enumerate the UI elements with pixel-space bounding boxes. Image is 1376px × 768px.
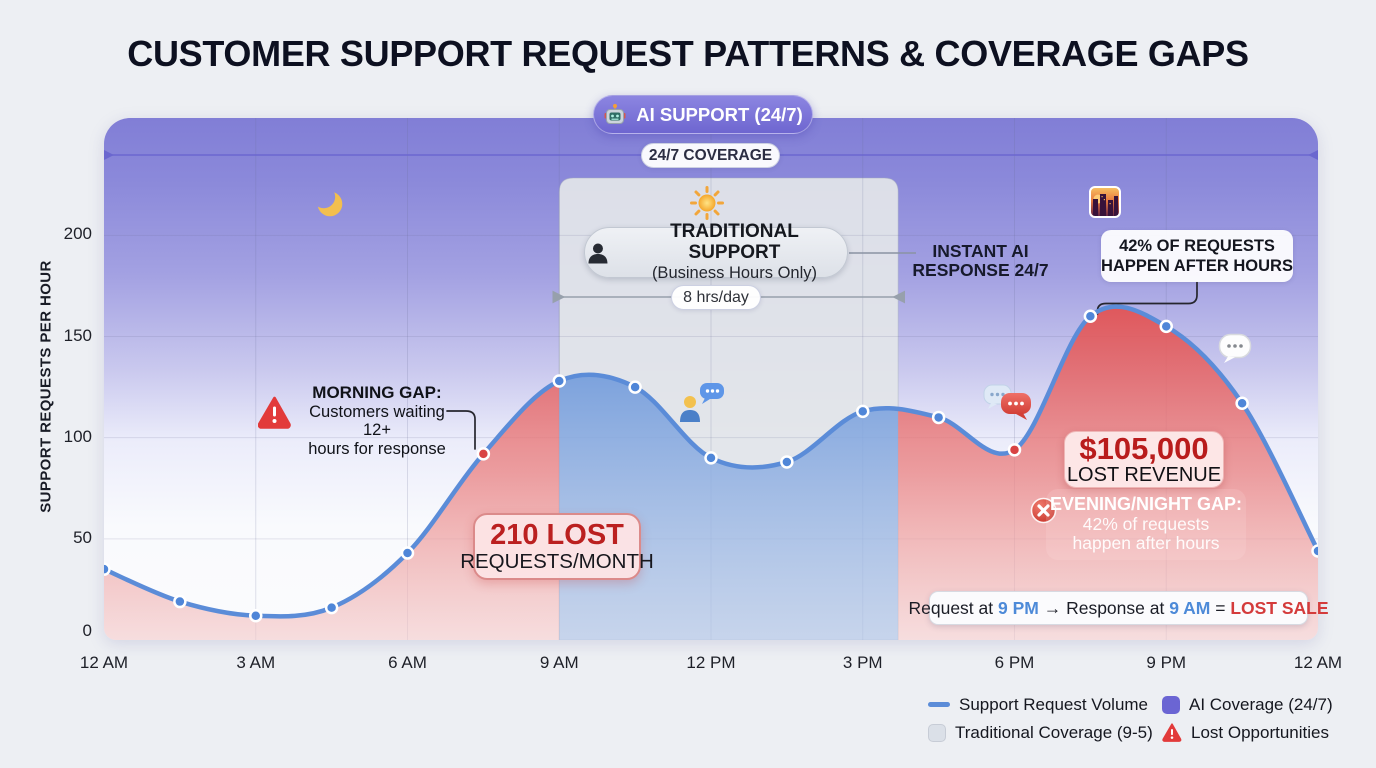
x-tick-label: 12 AM [1293, 653, 1343, 672]
x-tick-label: 6 PM [994, 653, 1035, 672]
gray-square-swatch-icon [928, 723, 946, 742]
y-axis-title: SUPPORT REQUESTS PER HOUR [37, 260, 55, 513]
lost-revenue-card: $105,000 LOST REVENUE [1064, 431, 1224, 488]
lost-sale-label: LOST SALE [1230, 597, 1329, 618]
y-tick-label: 100 [63, 426, 92, 446]
line-swatch-icon [928, 702, 950, 707]
lost-revenue-value: $105,000 [1079, 430, 1209, 466]
after-hours-callout: 42% OF REQUESTS HAPPEN AFTER HOURS [1101, 230, 1293, 282]
sun-icon [690, 186, 724, 220]
lost-requests-value: 210 LOST [490, 518, 624, 551]
x-tick-label: 9 PM [1146, 653, 1187, 672]
x-tick-label: 3 AM [236, 653, 276, 672]
response-example-pill: Request at 9 PM → Response at 9 AM = LOS… [908, 591, 1329, 625]
person-chat-icon [680, 383, 724, 422]
city-sunset-icon [1089, 186, 1121, 218]
legend-label: Support Request Volume [959, 694, 1149, 714]
legend-label: Traditional Coverage (9-5) [955, 722, 1153, 742]
y-tick-label: 0 [82, 621, 92, 640]
response-example-prefix: Request at [908, 597, 998, 618]
legend-label: Lost Opportunities [1191, 722, 1329, 742]
evening-gap-annotation: EVENING/NIGHT GAP: 42% of requests happe… [1046, 489, 1246, 560]
y-tick-label: 50 [73, 527, 92, 547]
instant-ai-line1: INSTANT AI [932, 241, 1029, 261]
morning-gap-line2: hours for response [308, 439, 446, 458]
robot-icon [604, 103, 626, 124]
page-title: CUSTOMER SUPPORT REQUEST PATTERNS & COVE… [127, 33, 1249, 74]
chat-bubbles-icon [983, 384, 1031, 420]
traditional-support-badge: TRADITIONAL SUPPORT (Business Hours Only… [584, 221, 848, 282]
morning-gap-annotation: MORNING GAP: Customers waiting 12+ hours… [295, 383, 459, 458]
x-tick-label: 6 AM [388, 653, 427, 672]
lost-requests-card: 210 LOST REQUESTS/MONTH [460, 513, 654, 580]
chart-legend: Support Request Volume AI Coverage (24/7… [928, 695, 1333, 742]
speech-bubble-icon [1218, 333, 1252, 363]
lost-requests-label: REQUESTS/MONTH [460, 549, 654, 573]
moon-icon [310, 184, 348, 222]
after-hours-line2: HAPPEN AFTER HOURS [1101, 257, 1293, 275]
morning-gap-title: MORNING GAP: [312, 383, 442, 402]
response-example-equals: = [1210, 597, 1231, 618]
y-tick-label: 200 [63, 224, 92, 244]
x-tick-label: 12 AM [79, 653, 129, 672]
x-tick-label: 12 PM [686, 653, 736, 672]
ai-support-badge-label: AI SUPPORT (24/7) [636, 103, 803, 125]
request-time: 9 PM [997, 597, 1039, 618]
evening-gap-line2: happen after hours [1072, 533, 1220, 553]
warning-icon [258, 396, 291, 429]
traditional-support-title: TRADITIONAL SUPPORT [670, 221, 799, 263]
instant-ai-line2: RESPONSE 24/7 [912, 260, 1049, 280]
purple-square-swatch-icon [1162, 695, 1180, 714]
hours-per-day-label: 8 hrs/day [683, 288, 749, 306]
after-hours-line1: 42% OF REQUESTS [1119, 237, 1275, 255]
x-circle-icon [1030, 497, 1057, 524]
morning-gap-line1: Customers waiting 12+ [309, 402, 445, 440]
person-icon [588, 243, 608, 263]
coverage-banner-pill: 24/7 COVERAGE [641, 143, 780, 168]
legend-label: AI Coverage (24/7) [1189, 694, 1333, 714]
evening-gap-title: EVENING/NIGHT GAP: [1049, 494, 1242, 514]
legend-item-traditional-coverage[interactable]: Traditional Coverage (9-5) [928, 723, 1162, 742]
hours-per-day-pill: 8 hrs/day [671, 285, 761, 310]
legend-item-ai-coverage[interactable]: AI Coverage (24/7) [1162, 695, 1333, 714]
response-time: 9 AM [1169, 597, 1211, 618]
legend-item-support-volume[interactable]: Support Request Volume [928, 695, 1162, 714]
legend-item-lost-opportunities[interactable]: Lost Opportunities [1162, 723, 1333, 742]
evening-gap-line1: 42% of requests [1082, 514, 1210, 534]
coverage-banner-label: 24/7 COVERAGE [648, 146, 773, 164]
y-tick-label: 150 [63, 325, 92, 345]
red-triangle-swatch-icon [1162, 723, 1182, 742]
instant-ai-label: INSTANT AI RESPONSE 24/7 [903, 242, 1058, 280]
x-tick-label: 9 AM [539, 653, 579, 672]
lost-revenue-label: LOST REVENUE [1066, 463, 1222, 486]
traditional-support-subtitle: (Business Hours Only) [651, 264, 817, 282]
x-tick-label: 3 PM [842, 653, 883, 672]
response-example-middle: → Response at [1038, 597, 1170, 618]
ai-support-badge: AI SUPPORT (24/7) [593, 95, 813, 134]
